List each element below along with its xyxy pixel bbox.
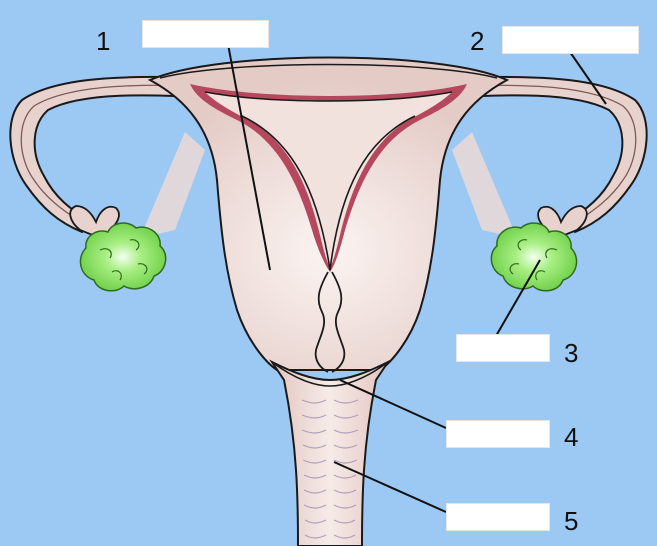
answer-box-4[interactable] <box>446 420 550 448</box>
right-ovary <box>491 223 576 291</box>
label-number-4: 4 <box>564 424 578 450</box>
left-ovary <box>80 223 165 291</box>
answer-box-3[interactable] <box>456 334 550 362</box>
label-number-3: 3 <box>564 340 578 366</box>
label-number-5: 5 <box>564 508 578 534</box>
answer-box-5[interactable] <box>446 503 550 531</box>
label-number-1: 1 <box>96 28 110 54</box>
vagina <box>272 362 388 546</box>
answer-box-2[interactable] <box>502 26 639 54</box>
answer-box-1[interactable] <box>142 20 269 48</box>
right-ovarian-ligament <box>452 132 517 238</box>
label-number-2: 2 <box>470 28 484 54</box>
left-ovarian-ligament <box>140 132 205 238</box>
